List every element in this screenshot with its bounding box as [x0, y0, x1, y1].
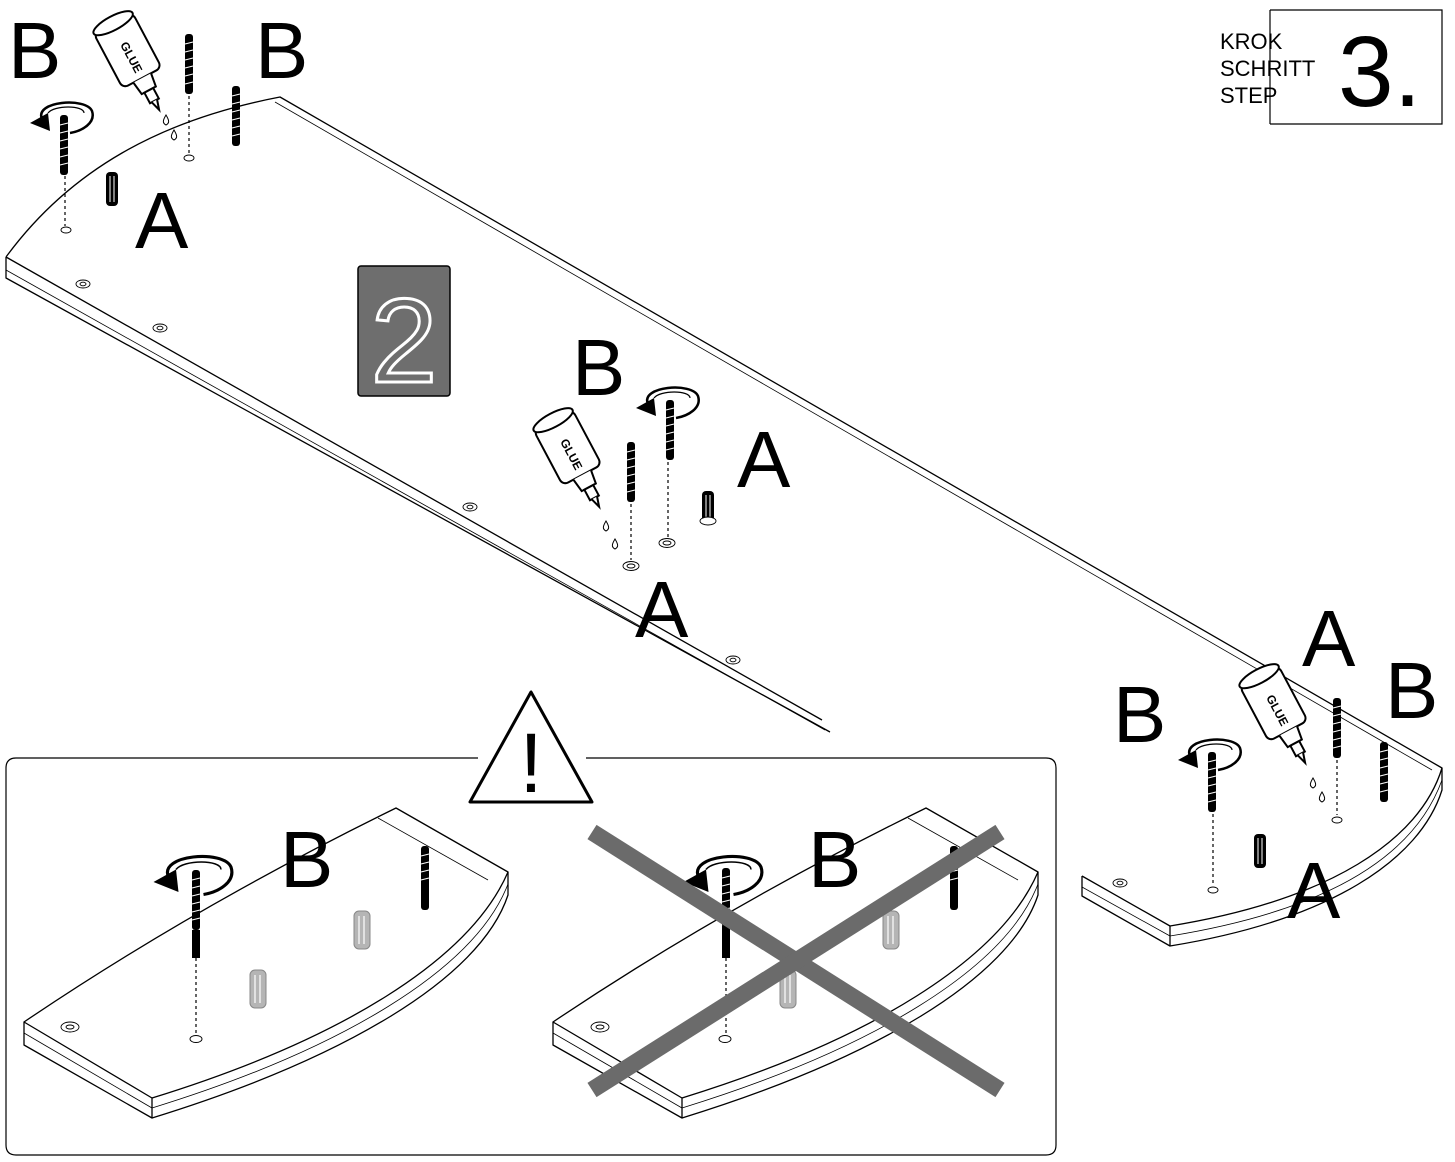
bolt-icon	[1332, 697, 1342, 759]
step-indicator-box: KROK SCHRITT STEP 3.	[1220, 9, 1443, 128]
bolt-icon	[626, 441, 636, 503]
middle-hardware: B A A GLUE	[529, 323, 791, 654]
bolt-icon	[665, 399, 675, 461]
glue-bottle-icon: GLUE	[1235, 658, 1326, 775]
edge-holes	[75, 279, 1128, 888]
part-label-b-incorrect: B	[808, 815, 861, 904]
bolt-icon	[191, 869, 201, 931]
sub-step-number: 2	[371, 274, 438, 408]
incorrect-example: B	[552, 807, 1039, 1119]
right-end-hardware: A B B A GLUE	[1113, 594, 1438, 935]
part-label-a-middle: A	[737, 415, 791, 504]
part-label-a-right: A	[1302, 594, 1356, 683]
step-word-step: STEP	[1220, 83, 1277, 108]
dowel-icon	[882, 910, 900, 950]
step-number: 3.	[1338, 16, 1421, 128]
bolt-icon	[184, 33, 194, 95]
part-label-b-correct: B	[280, 815, 333, 904]
part-label-b-right-2: B	[1113, 670, 1166, 759]
bolt-icon	[59, 114, 69, 176]
warning-icon: !	[468, 690, 594, 810]
left-end-hardware: B B A GLUE	[8, 5, 308, 265]
part-label-b-left-2: B	[255, 6, 308, 95]
glue-bottle-icon: GLUE	[529, 402, 620, 519]
warning-symbol: !	[519, 716, 542, 810]
step-word-krok: KROK	[1220, 29, 1283, 54]
part-label-b-right: B	[1385, 646, 1438, 735]
cross-mark-icon	[587, 824, 1005, 1098]
bolt-icon	[1379, 741, 1389, 803]
bolt-icon	[231, 85, 241, 147]
dowel-icon	[1253, 833, 1267, 869]
part-label-b-left: B	[8, 6, 61, 95]
shelf-panel	[5, 96, 1443, 947]
part-label-b-middle: B	[572, 323, 625, 412]
correct-example: B	[23, 807, 509, 1119]
dowel-icon	[353, 910, 371, 950]
glue-bottle-icon: GLUE	[89, 5, 180, 122]
dowel-icon	[249, 969, 267, 1009]
bolt-icon	[1207, 751, 1217, 813]
part-label-a-right-2: A	[1287, 846, 1341, 935]
warning-inset: ! B	[5, 690, 1057, 1156]
dowel-icon	[105, 171, 119, 207]
sub-step-badge: 2	[357, 265, 451, 410]
part-label-a-left: A	[135, 176, 189, 265]
part-label-a-middle-2: A	[635, 565, 689, 654]
step-word-schritt: SCHRITT	[1220, 56, 1315, 81]
